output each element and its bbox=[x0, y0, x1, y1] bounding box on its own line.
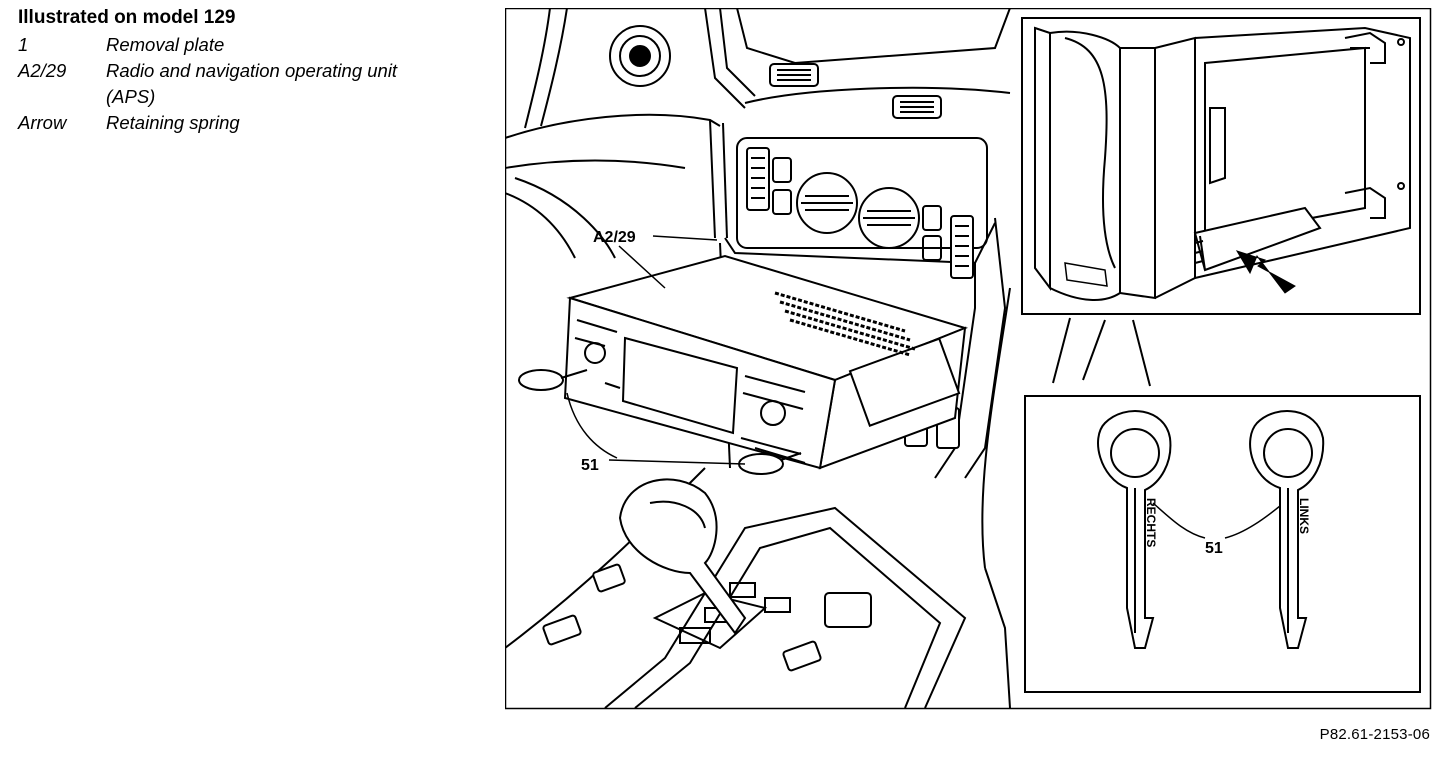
removal-tool bbox=[518, 369, 802, 475]
callout-leader bbox=[1152, 502, 1281, 539]
legend-item: Arrow Retaining spring bbox=[18, 110, 436, 136]
callout-tool-detail-label: 51 bbox=[1205, 540, 1223, 557]
air-vent bbox=[769, 63, 819, 87]
tool-left-label: LINKS bbox=[1297, 498, 1311, 534]
climate-control-panel bbox=[736, 137, 988, 279]
callout-leader bbox=[566, 235, 746, 465]
legend-item: 1 Removal plate bbox=[18, 32, 436, 58]
legend-description: Retaining spring bbox=[106, 112, 240, 133]
legend-description: Radio and navigation operating unit (APS… bbox=[106, 60, 398, 107]
callout-unit-label: A2/29 bbox=[593, 229, 636, 246]
retaining-spring-arrow bbox=[1235, 250, 1296, 294]
detail-inset-removal-tools: RECHTS LINKS 51 bbox=[1024, 395, 1421, 693]
legend: Illustrated on model 129 1 Removal plate… bbox=[18, 6, 436, 136]
tool-right-label: RECHTS bbox=[1144, 498, 1158, 547]
technical-illustration: A2/29 51 bbox=[505, 8, 1432, 710]
console-switch bbox=[542, 407, 960, 672]
callout-tool-label: 51 bbox=[581, 457, 599, 474]
legend-key: Arrow bbox=[18, 112, 67, 133]
gear-shift-knob bbox=[618, 478, 747, 635]
air-vent bbox=[892, 95, 942, 119]
legend-key: A2/29 bbox=[18, 60, 67, 81]
legend-key: 1 bbox=[18, 34, 29, 55]
legend-item: A2/29 Radio and navigation operating uni… bbox=[18, 58, 436, 110]
inset-connector bbox=[1052, 317, 1151, 387]
figure-code: P82.61-2153-06 bbox=[1319, 726, 1430, 743]
legend-description: Removal plate bbox=[106, 34, 225, 55]
ignition-lock bbox=[609, 25, 671, 87]
radio-navigation-unit bbox=[563, 254, 969, 470]
legend-title: Illustrated on model 129 bbox=[18, 7, 236, 28]
detail-inset-retaining-spring bbox=[1021, 17, 1421, 315]
removal-tool-left bbox=[1249, 410, 1325, 649]
removal-tool-right bbox=[1097, 410, 1172, 649]
